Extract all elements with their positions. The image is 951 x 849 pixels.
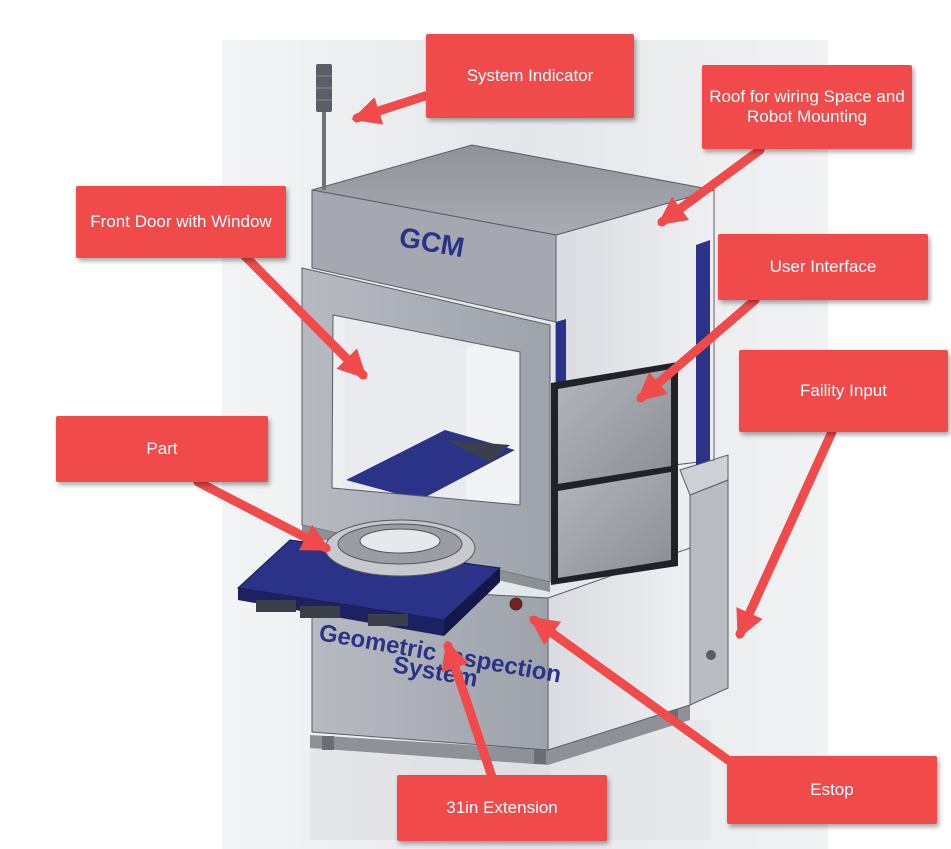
callout-roof-label: Roof for wiring Space and Robot Mounting (709, 87, 905, 126)
user-interface-screens (551, 362, 678, 585)
callout-part: Part (56, 416, 268, 482)
callout-system-indicator: System Indicator (426, 34, 634, 118)
lower-cabinet (311, 454, 729, 751)
callout-system-indicator-label: System Indicator (466, 66, 594, 85)
arrow-roof (657, 145, 765, 227)
arrow-front-door (231, 242, 368, 380)
indicator-tower (316, 64, 332, 190)
arrow-system-indicator (351, 91, 430, 125)
part-ring (324, 519, 476, 577)
callout-part-label: Part (146, 439, 178, 458)
arrow-estop (529, 615, 733, 765)
callout-user-interface-label: User Interface (769, 257, 877, 276)
callout-estop: Estop (727, 756, 937, 824)
arrow-part (193, 477, 332, 553)
arrow-facility-input (735, 427, 837, 640)
callout-arrows (193, 91, 837, 782)
callout-extension-label: 31in Extension (446, 798, 558, 817)
arrow-user-interface (636, 295, 760, 403)
callout-facility-input-label: Faility Input (800, 381, 887, 400)
callout-roof: Roof for wiring Space and Robot Mounting (702, 65, 912, 149)
callout-front-door-label: Front Door with Window (90, 212, 272, 231)
callout-estop-label: Estop (810, 780, 854, 799)
callout-facility-input: Faility Input (739, 350, 948, 432)
callout-user-interface: User Interface (718, 234, 928, 300)
arrow-extension (441, 640, 497, 782)
callout-extension: 31in Extension (397, 775, 607, 841)
callout-front-door: Front Door with Window (76, 186, 286, 258)
